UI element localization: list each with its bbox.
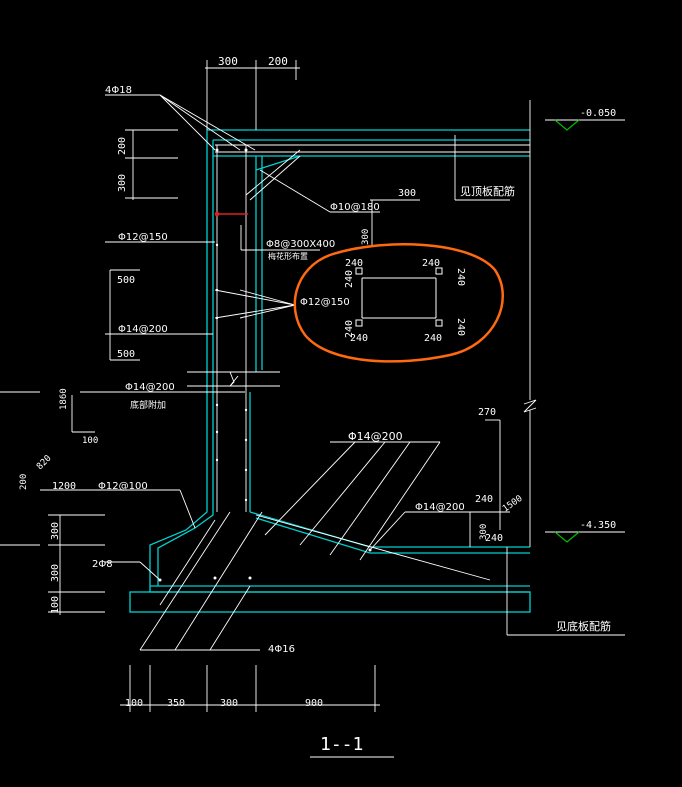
level-bottom: -4.350 xyxy=(580,520,616,531)
dim-300-v: 300 xyxy=(117,174,128,192)
rebar-4phi18: 4Φ18 xyxy=(105,85,132,96)
dim-1500: 1500 xyxy=(501,494,525,515)
dim-500-a: 500 xyxy=(117,275,135,286)
rebar-4phi16: 4Φ16 xyxy=(268,644,295,655)
dim-500-b: 500 xyxy=(117,349,135,360)
bottom-dim-300: 300 xyxy=(220,698,238,709)
dim-300-top: 300 xyxy=(218,55,238,68)
dim-270: 270 xyxy=(478,407,496,418)
label-phi12-150-left: Φ12@150 xyxy=(118,232,168,243)
dim-300-right: 300 xyxy=(398,188,416,199)
dim-300-d: 300 xyxy=(50,564,61,582)
bottom-dim-100: 100 xyxy=(125,698,143,709)
opening-240-tl: 240 xyxy=(345,258,363,269)
label-phi10-180: Φ10@180 xyxy=(330,202,380,213)
label-phi14-200-slab: Φ14@200 xyxy=(348,430,403,443)
dim-200-v: 200 xyxy=(117,137,128,155)
label-phi12-150-mid: Φ12@150 xyxy=(300,297,350,308)
opening-240-lt: 240 xyxy=(344,270,355,288)
opening-240-bl: 240 xyxy=(350,333,368,344)
level-marker-bottom xyxy=(554,531,580,543)
bottom-dim-900: 900 xyxy=(305,698,323,709)
label-see-top-slab: 见顶板配筋 xyxy=(460,184,515,198)
opening-240-tr: 240 xyxy=(422,258,440,269)
label-phi14-200-left: Φ14@200 xyxy=(118,324,168,335)
dim-200-top: 200 xyxy=(268,55,288,68)
label-phi14-200-lower: Φ14@200 xyxy=(125,382,175,393)
label-phi14-200-right: Φ14@200 xyxy=(415,502,465,513)
label-added-bar: 底部附加 xyxy=(130,399,166,411)
annotation-circle xyxy=(293,243,504,363)
rebar-lines xyxy=(0,60,625,758)
dim-100-a: 100 xyxy=(82,436,98,446)
level-marker-top xyxy=(554,119,580,131)
section-title: 1--1 xyxy=(320,734,363,755)
dim-1860: 1860 xyxy=(59,388,69,410)
dim-100-b: 100 xyxy=(50,596,61,614)
label-phi12-100: Φ12@100 xyxy=(98,481,148,492)
hook-bar xyxy=(214,211,248,217)
label-phi8-300x400: Φ8@300X400 xyxy=(266,239,335,250)
dim-300-c: 300 xyxy=(50,522,61,540)
dim-200-b: 200 xyxy=(19,474,29,490)
dim-240-b: 240 xyxy=(485,533,503,544)
rebar-2phi8: 2Φ8 xyxy=(92,559,113,570)
opening-240-rt: 240 xyxy=(455,268,466,286)
labels: 300 200 4Φ18 200 300 Φ10@180 300 300 Φ12… xyxy=(19,55,616,755)
dim-820: 820 xyxy=(35,454,54,473)
level-top: -0.050 xyxy=(580,108,616,119)
dim-1200: 1200 xyxy=(52,481,76,492)
dim-300-e: 300 xyxy=(479,524,489,540)
dim-240-a: 240 xyxy=(475,494,493,505)
label-see-bottom-slab: 见底板配筋 xyxy=(556,619,611,633)
opening-240-lb: 240 xyxy=(344,320,355,338)
dim-300-right-v: 300 xyxy=(361,229,371,245)
opening-detail xyxy=(355,267,443,327)
opening-240-br: 240 xyxy=(424,333,442,344)
opening-240-rb: 240 xyxy=(455,318,466,336)
bottom-dim-350: 350 xyxy=(167,698,185,709)
label-phi8-note: 梅花形布置 xyxy=(268,251,308,261)
